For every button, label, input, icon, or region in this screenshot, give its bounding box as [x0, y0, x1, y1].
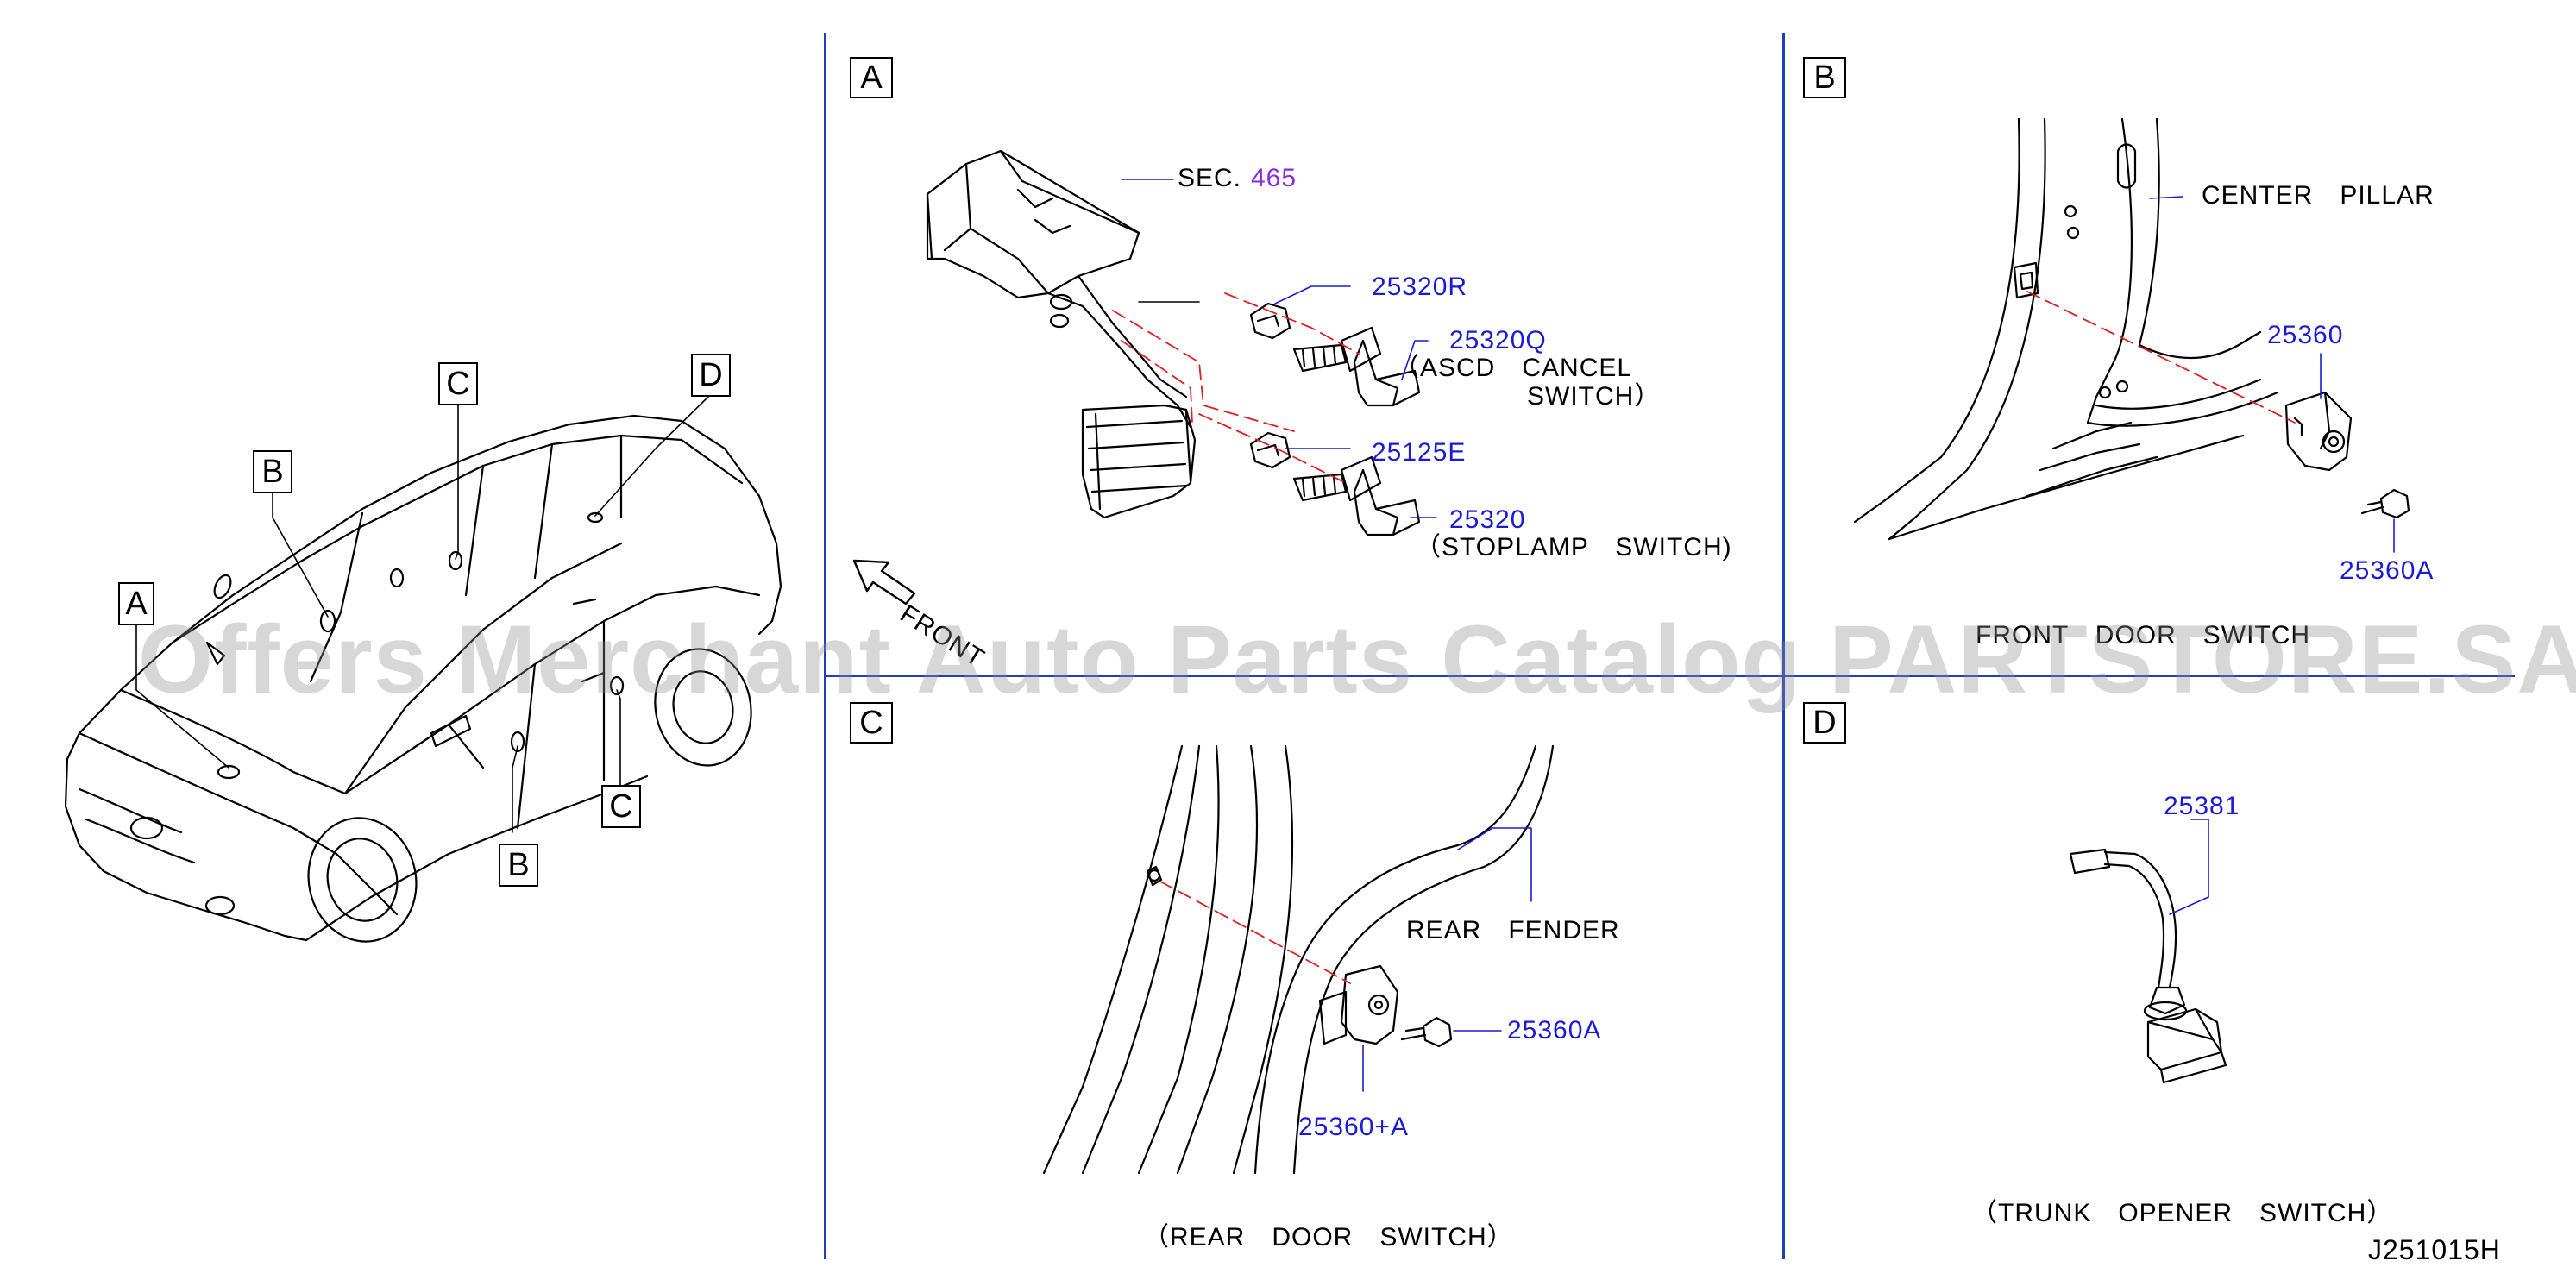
drawing-id: J251015H [2368, 1234, 2501, 1265]
watermark-text: Offers Merchant Auto Parts Catalog PARTS… [138, 605, 2576, 713]
panel-a-artwork [852, 149, 1437, 605]
center-pillar-label: CENTER PILLAR [2202, 181, 2435, 210]
front-door-switch-caption: FRONT DOOR SWITCH [1976, 621, 2311, 649]
part-25320r-label[interactable]: 25320R [1372, 273, 1468, 301]
overview-tag-b-door: B [499, 844, 538, 887]
part-25360-plus-a-label[interactable]: 25360+A [1298, 1113, 1409, 1141]
panel-d-tag: D [1803, 702, 1846, 744]
divider-right [1782, 33, 1785, 1259]
rear-door-switch-caption: （REAR DOOR SWITCH） [1143, 1223, 1514, 1252]
panel-a-sec-label: SEC. [1178, 164, 1242, 192]
panel-a-tag: A [850, 57, 893, 98]
panel-d-artwork [2069, 819, 2227, 1084]
overview-tag-b-roof: B [253, 450, 292, 493]
ascd-cancel-switch-desc-1: （ASCD CANCEL [1393, 354, 1633, 382]
panel-c-artwork [1042, 744, 1555, 1175]
part-25320q-label[interactable]: 25320Q [1449, 326, 1547, 355]
overview-tag-a: A [118, 582, 154, 625]
part-25320-label[interactable]: 25320 [1449, 505, 1526, 534]
overview-tag-c-door: C [601, 785, 641, 828]
car-overview [64, 394, 782, 943]
stoplamp-switch-desc: （STOPLAMP SWITCH) [1415, 533, 1732, 562]
divider-left [824, 33, 826, 1259]
trunk-opener-switch-caption: （TRUNK OPENER SWITCH） [1971, 1199, 2394, 1227]
part-25360a-label-b[interactable]: 25360A [2340, 556, 2435, 585]
part-25381-label[interactable]: 25381 [2164, 792, 2240, 820]
ascd-cancel-switch-desc-2: SWITCH） [1527, 382, 1662, 411]
rear-fender-label: REAR FENDER [1406, 916, 1620, 944]
divider-horizontal [824, 675, 2515, 677]
panel-b-tag: B [1803, 57, 1846, 98]
panel-c-tag: C [850, 702, 893, 744]
panel-b-artwork [1853, 117, 2410, 553]
overview-tag-c-roof: C [438, 362, 478, 405]
part-25125e-label[interactable]: 25125E [1372, 438, 1467, 467]
part-25360a-label-c[interactable]: 25360A [1507, 1016, 1602, 1045]
overview-tag-d: D [691, 354, 731, 397]
part-25360-label[interactable]: 25360 [2267, 321, 2344, 349]
panel-a-sec-ref[interactable]: 465 [1251, 164, 1297, 192]
